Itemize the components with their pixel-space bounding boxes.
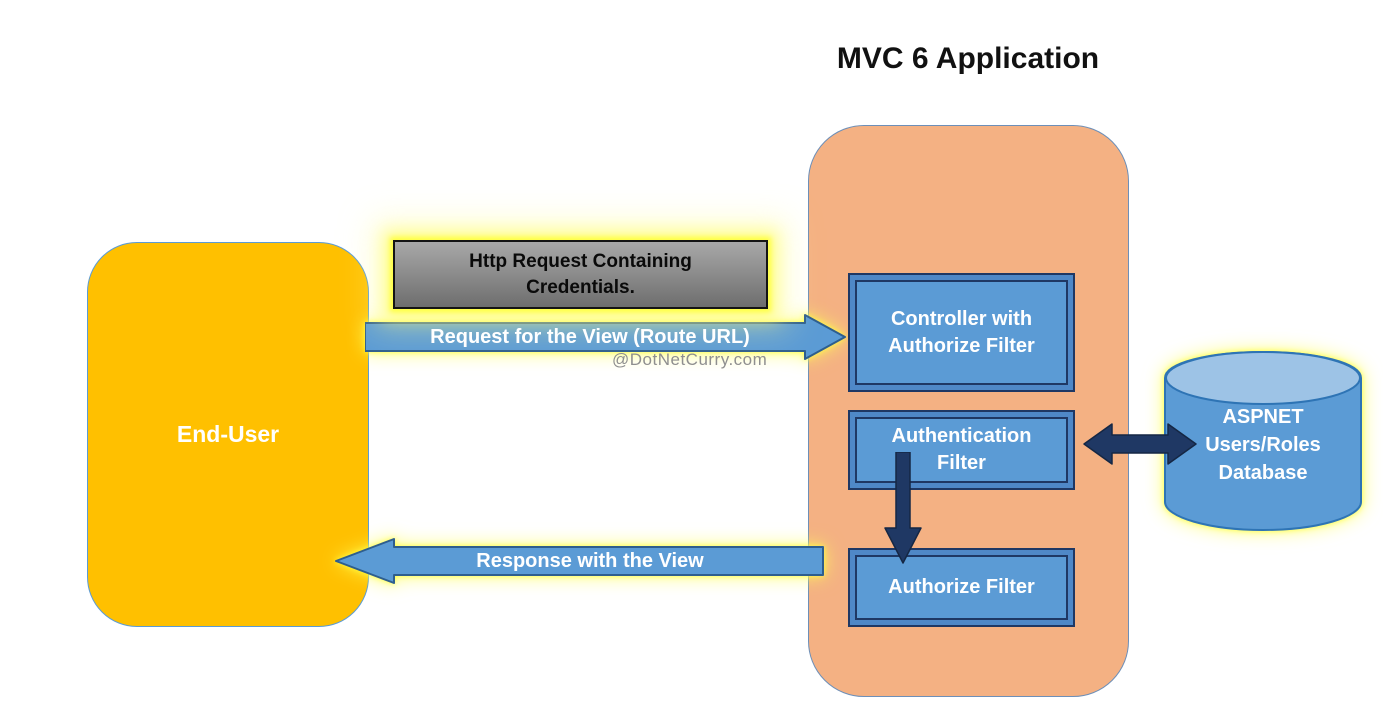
- authorize-filter-label: Authorize Filter: [888, 576, 1035, 598]
- response-arrow-icon: [335, 538, 824, 584]
- watermark: @DotNetCurry.com: [612, 350, 768, 369]
- database-cylinder-icon: [1164, 350, 1362, 532]
- page-title: MVC 6 Application: [836, 42, 1100, 75]
- controller-box: Controller with Authorize Filter: [848, 273, 1075, 392]
- controller-label: Controller with Authorize Filter: [888, 307, 1035, 357]
- request-arrow-label: Request for the View (Route URL): [430, 325, 750, 348]
- authentication-filter-box: Authentication Filter: [848, 410, 1075, 490]
- end-user-label: End-User: [176, 421, 280, 447]
- double-arrow-icon: [1083, 423, 1197, 465]
- down-arrow-icon: [884, 452, 922, 564]
- authentication-filter-label: Authentication Filter: [891, 425, 1032, 474]
- database-label: ASPNET Users/Roles Database: [1205, 406, 1321, 484]
- end-user-box: End-User: [87, 242, 369, 627]
- http-request-box: Http Request Containing Credentials.: [393, 240, 768, 309]
- request-arrow-icon: [365, 314, 846, 360]
- http-request-label: Http Request Containing Credentials.: [469, 250, 692, 298]
- authorize-filter-box: Authorize Filter: [848, 548, 1075, 627]
- response-arrow-label: Response with the View: [476, 549, 704, 572]
